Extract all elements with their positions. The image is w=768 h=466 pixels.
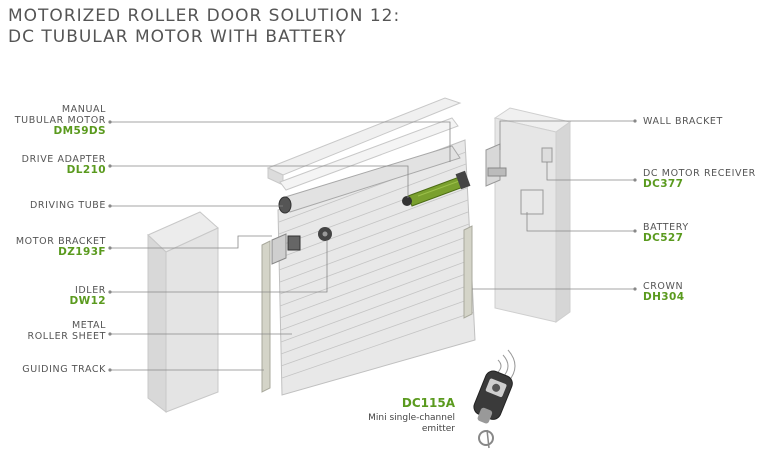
product-code: DL210 xyxy=(66,164,106,176)
product-code: DC377 xyxy=(643,178,684,190)
label-battery: BATTERY DC527 xyxy=(643,222,689,244)
title-line-1: MOTORIZED ROLLER DOOR SOLUTION 12: xyxy=(8,6,401,26)
label-guiding-track: GUIDING TRACK xyxy=(22,364,106,375)
label-drive-adapter: DRIVE ADAPTER DL210 xyxy=(22,154,106,176)
guiding-track-right xyxy=(463,225,473,319)
leader-dots xyxy=(108,119,637,372)
label-line: MOTOR BRACKET xyxy=(15,236,106,247)
left-pillar xyxy=(147,211,219,414)
emitter-code: DC115A xyxy=(401,396,455,410)
product-code: DZ193F xyxy=(58,246,106,258)
emitter-desc-line: Mini single-channel xyxy=(368,413,455,423)
label-line: MANUAL xyxy=(61,104,106,115)
label-line: BATTERY xyxy=(643,222,689,233)
label-line: METAL xyxy=(71,320,106,331)
driving-tube xyxy=(278,145,461,214)
idler xyxy=(318,227,332,241)
guiding-track-left xyxy=(261,240,271,393)
label-wall-bracket: WALL BRACKET xyxy=(643,116,723,127)
label-dc-motor-receiver: DC MOTOR RECEIVER DC377 xyxy=(643,168,756,190)
label-line: ROLLER SHEET xyxy=(27,331,106,342)
product-code: DM59DS xyxy=(53,125,106,137)
label-motor-bracket: MOTOR BRACKET DZ193F xyxy=(16,236,106,258)
battery xyxy=(520,189,544,215)
roller-sheet xyxy=(277,139,476,396)
right-wall-block xyxy=(493,107,572,323)
secondary-beam xyxy=(279,117,459,191)
motor-bracket xyxy=(271,233,301,265)
dc-motor-receiver xyxy=(541,147,553,163)
leader-lines xyxy=(110,120,635,371)
label-line: DRIVE ADAPTER xyxy=(21,154,106,165)
label-crown: CROWN DH304 xyxy=(643,281,684,303)
label-line: WALL BRACKET xyxy=(643,116,723,127)
label-line: CROWN xyxy=(643,281,684,292)
label-idler: IDLER DW12 xyxy=(69,285,106,307)
label-metal-roller-sheet: METAL ROLLER SHEET xyxy=(28,320,106,342)
page-title: MOTORIZED ROLLER DOOR SOLUTION 12: DC TU… xyxy=(8,6,400,48)
label-line: IDLER xyxy=(74,285,106,296)
label-line: DRIVING TUBE xyxy=(30,200,106,211)
label-driving-tube: DRIVING TUBE xyxy=(30,200,106,211)
label-line: GUIDING TRACK xyxy=(22,364,106,375)
emitter-description: Mini single-channel emitter xyxy=(340,413,455,435)
product-code: DC527 xyxy=(643,232,684,244)
label-line: DC MOTOR RECEIVER xyxy=(643,168,756,179)
emitter-desc-line: emitter xyxy=(421,424,455,434)
title-line-2: DC TUBULAR MOTOR WITH BATTERY xyxy=(8,27,347,47)
tubular-motor xyxy=(402,170,471,207)
label-line: TUBULAR MOTOR xyxy=(14,115,106,126)
product-code: DW12 xyxy=(69,295,106,307)
remote-emitter xyxy=(473,349,516,449)
wall-bracket xyxy=(485,143,507,187)
product-code: DH304 xyxy=(643,291,685,303)
label-manual-tubular-motor: MANUAL TUBULAR MOTOR DM59DS xyxy=(15,104,106,137)
